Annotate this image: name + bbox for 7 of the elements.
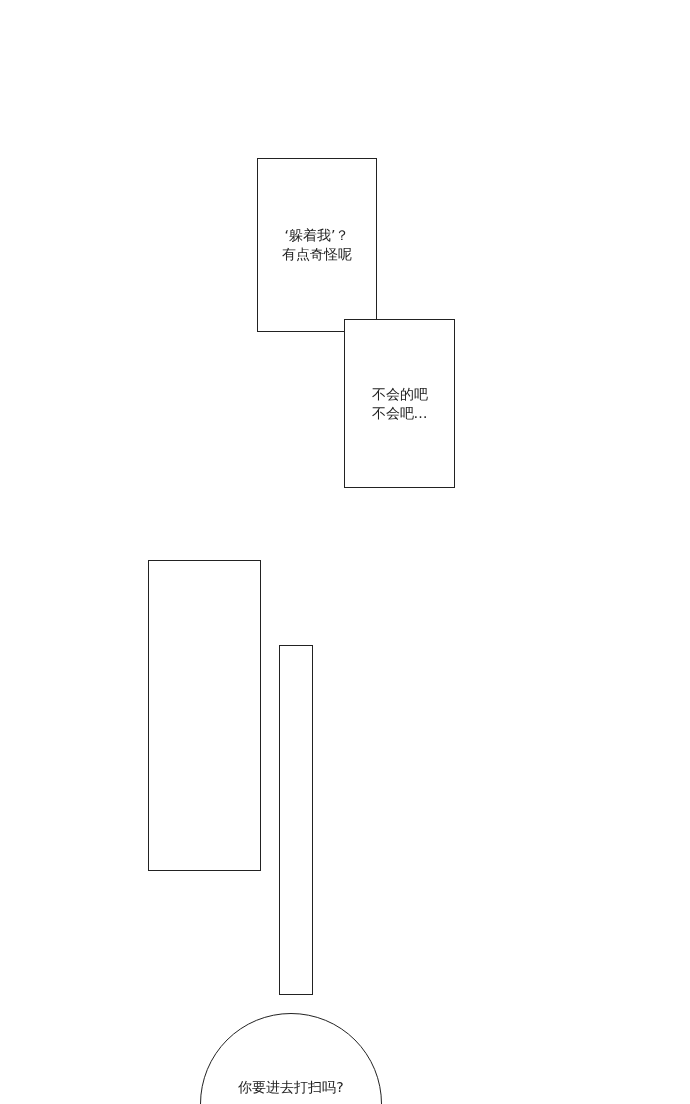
- caption-box: [344, 319, 455, 488]
- empty-panel: [148, 560, 261, 871]
- dialogue-text: ‘躲着我’？有点奇怪呢: [281, 226, 353, 264]
- caption-box: [257, 158, 377, 332]
- empty-panel: [279, 645, 313, 995]
- dialogue-text: 不会的吧不会吧…: [370, 384, 429, 423]
- dialogue-text: 你要进去打扫吗?: [237, 1078, 345, 1097]
